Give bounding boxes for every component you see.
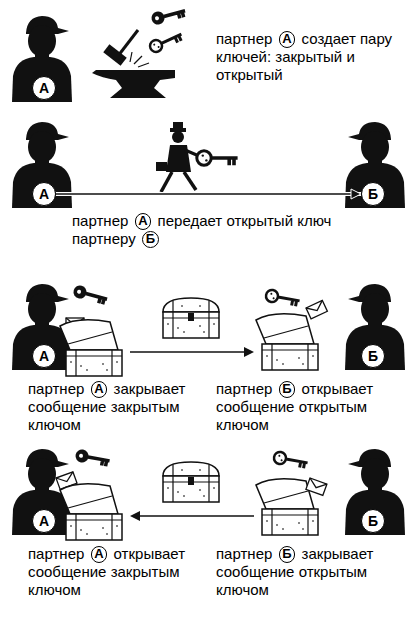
closed-chest (163, 462, 219, 502)
closed-chest (163, 298, 219, 338)
caption-text: партнер (216, 30, 272, 47)
caption: партнер Б закрывает сообщение открытым к… (216, 545, 396, 599)
transfer-arrow (130, 347, 254, 357)
transfer-arrow (56, 189, 361, 199)
partner-silhouette (345, 284, 405, 370)
partner-silhouette (12, 16, 72, 102)
message-envelope (306, 300, 327, 318)
circled-letter: А (135, 213, 152, 230)
circled-letter: Б (279, 381, 296, 398)
caption: партнер А закрывает сообщение закрытым к… (28, 380, 206, 434)
caption: партнер Б открывает сообщение открытым к… (216, 380, 396, 434)
partner-badge: А (32, 76, 56, 100)
caption: партнер А открывает сообщение закрытым к… (28, 545, 206, 599)
partner-letter: Б (368, 349, 378, 363)
partner-silhouette (345, 449, 405, 535)
partner-letter: Б (368, 187, 378, 201)
caption-text: партнер (216, 545, 272, 562)
public-key (197, 151, 238, 165)
message-envelope (306, 478, 327, 495)
open-chest (60, 484, 122, 540)
partner-badge: А (32, 182, 56, 206)
private-key (74, 448, 110, 467)
caption-text: партнер (28, 545, 84, 562)
caption-text: партнер (216, 380, 272, 397)
partner-letter: А (39, 81, 49, 95)
partner-badge: А (32, 509, 56, 533)
partner-silhouette (345, 122, 405, 208)
caption-text: партнер (28, 380, 84, 397)
circled-letter: А (91, 381, 108, 398)
private-key (150, 4, 187, 25)
circled-letter: Б (279, 546, 296, 563)
anvil (92, 70, 175, 98)
caption-text: партнер (72, 212, 128, 229)
hammer (103, 30, 138, 66)
partner-badge: А (32, 344, 56, 368)
arrow-head (351, 189, 361, 199)
public-key (148, 29, 184, 54)
partner-badge: Б (361, 182, 385, 206)
caption: партнер А передает открытый ключ партнер… (72, 212, 334, 248)
public-key (265, 289, 301, 307)
circled-letter: Б (142, 231, 159, 248)
partner-badge: Б (361, 344, 385, 368)
partner-letter: Б (368, 514, 378, 528)
private-key (72, 284, 109, 305)
partner-letter: А (39, 514, 49, 528)
open-chest (60, 320, 122, 376)
circled-letter: А (91, 546, 108, 563)
partner-letter: А (39, 187, 49, 201)
partner-badge: Б (361, 509, 385, 533)
circled-letter: А (279, 31, 296, 48)
sparks (130, 52, 149, 67)
transfer-arrow (130, 511, 254, 521)
partner-letter: А (39, 349, 49, 363)
public-key (273, 451, 309, 469)
open-chest (256, 314, 318, 370)
courier (156, 122, 199, 192)
caption: партнер А создает пару ключей: закрытый … (216, 30, 398, 84)
